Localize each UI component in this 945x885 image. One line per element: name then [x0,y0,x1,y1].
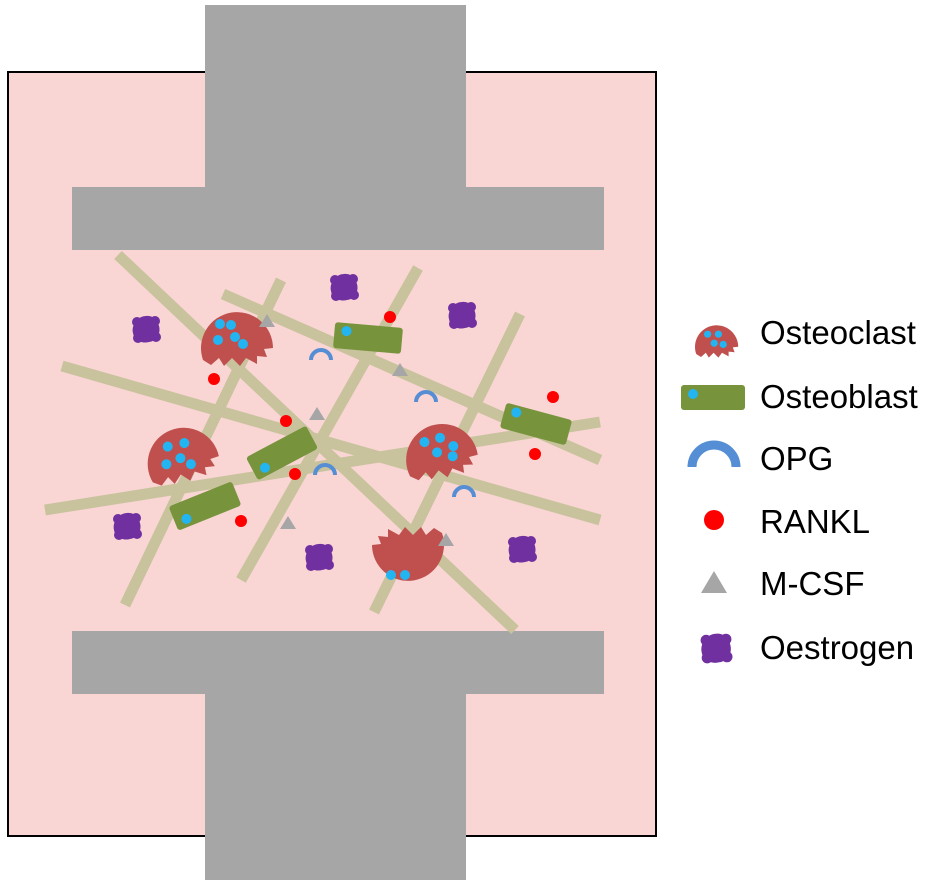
legend-item-osteoblast: Osteoblast [681,378,918,415]
oestrogen-blob-icon [700,633,733,664]
osteoclast-cell [372,527,444,581]
rankl-molecules [208,311,559,527]
osteoblast-icon [681,385,745,410]
mcsf-triangle-icon [701,571,727,593]
osteoblast-cell [333,322,403,354]
rankl-dot [547,391,559,403]
legend-item-mcsf: M-CSF [701,565,864,602]
legend-label: RANKL [760,503,870,540]
opg-molecules [309,348,476,498]
mcsf-triangle [309,407,325,420]
mcsf-triangle [392,363,408,376]
legend-item-rankl: RANKL [704,503,870,540]
oestrogen-molecule [508,535,537,563]
legend: Osteoclast Osteoblast OPG RANKL M-CSF Oe… [681,314,918,666]
osteoblast-cell [246,426,318,480]
rankl-dot [235,515,247,527]
osteoblast-cells [169,322,572,530]
rankl-dot [208,373,220,385]
oestrogen-molecule [330,273,359,301]
legend-label: Osteoclast [760,314,916,351]
rankl-dot [280,415,292,427]
oestrogen-molecule [132,315,161,343]
osteoclast-cell [401,419,481,483]
osteoclast-icon [695,325,739,358]
rankl-dot [529,448,541,460]
rankl-dot [289,468,301,480]
oestrogen-molecule [448,301,477,329]
mcsf-molecules [259,314,454,546]
rankl-dot [384,311,396,323]
legend-item-oestrogen: Oestrogen [700,629,914,666]
legend-item-osteoclast: Osteoclast [695,314,916,358]
mcsf-triangle [438,533,454,546]
legend-label: Oestrogen [760,629,914,666]
osteoblast-cell [500,403,572,445]
mcsf-triangle [259,314,275,327]
oestrogen-molecule [305,543,334,571]
top-platen [72,5,604,250]
opg-arc [313,463,337,476]
rankl-dot-icon [704,510,724,530]
legend-label: M-CSF [760,565,864,602]
oestrogen-molecule [113,512,142,540]
osteoblast-cell [169,482,241,530]
osteoclast-cell [140,421,223,489]
opg-arc-icon [687,440,741,468]
legend-label: OPG [760,440,833,477]
opg-arc [414,390,438,403]
opg-arc [309,348,333,361]
legend-item-opg: OPG [687,440,833,477]
mcsf-triangle [280,516,296,529]
osteoclast-cells [140,312,481,581]
opg-arc [452,485,476,498]
legend-label: Osteoblast [760,378,918,415]
bottom-platen [72,631,604,880]
scaffold-fiber [60,360,602,526]
osteoclast-cell [201,312,273,366]
